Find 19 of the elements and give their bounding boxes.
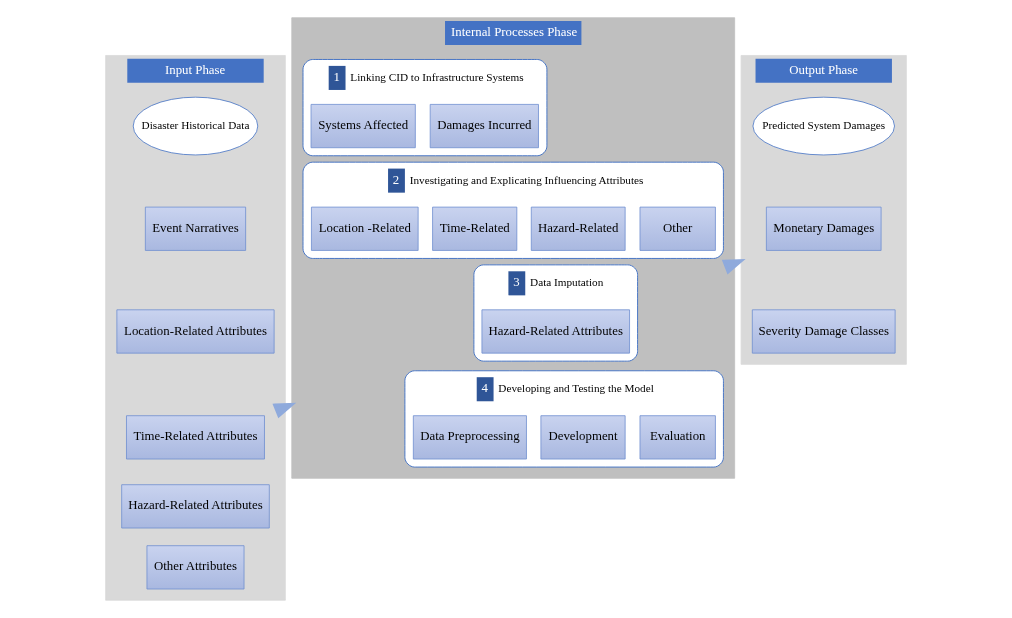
node-box: Other	[639, 206, 716, 251]
node-box: Monetary Damages	[765, 206, 882, 251]
node-box: Severity Damage Classes	[751, 309, 896, 354]
node-box: Damages Incurred	[429, 104, 539, 149]
node-box: Hazard-Related Attributes	[121, 484, 270, 529]
node-box: Time-Related	[432, 206, 518, 251]
node-box: Event Narratives	[144, 206, 247, 251]
node-box: Systems Affected	[310, 104, 416, 149]
node-box: Other Attributes	[146, 545, 245, 590]
node-box: Development	[540, 415, 626, 460]
node-box: Hazard-Related Attributes	[481, 309, 630, 354]
node-box: Hazard-Related	[530, 206, 626, 251]
node-box: Location-Related Attributes	[116, 309, 275, 354]
node-box: Location -Related	[311, 206, 419, 251]
node-ellipse: Disaster Historical Data	[132, 96, 259, 156]
node-box: Data Preprocessing	[412, 415, 527, 460]
node-box: Evaluation	[639, 415, 716, 460]
node-box: Time-Related Attributes	[126, 415, 265, 460]
node-ellipse: Predicted System Damages	[752, 96, 895, 156]
